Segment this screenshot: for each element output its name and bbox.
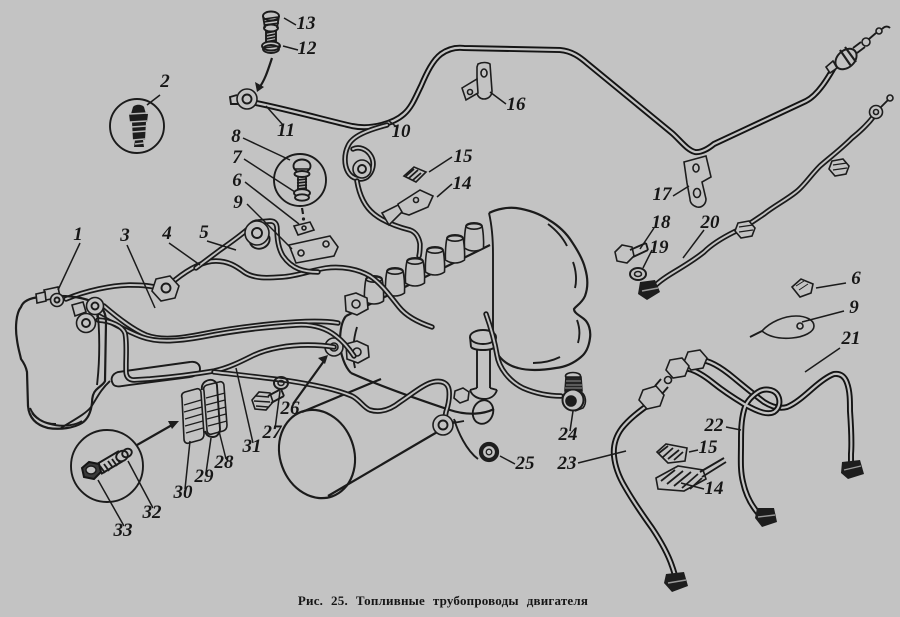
svg-text:5: 5 (199, 222, 209, 243)
svg-text:2: 2 (159, 71, 170, 92)
svg-text:9: 9 (233, 192, 243, 213)
svg-text:19: 19 (650, 237, 670, 258)
svg-text:16: 16 (507, 94, 527, 115)
svg-text:28: 28 (214, 452, 235, 473)
svg-text:15: 15 (699, 437, 719, 458)
svg-text:25: 25 (515, 453, 536, 474)
svg-text:6: 6 (232, 170, 242, 191)
svg-text:27: 27 (262, 422, 284, 443)
svg-text:20: 20 (700, 212, 721, 233)
svg-text:8: 8 (231, 126, 241, 147)
svg-text:12: 12 (298, 38, 318, 59)
svg-text:14: 14 (453, 173, 472, 194)
svg-text:1: 1 (73, 224, 83, 245)
svg-text:11: 11 (277, 120, 295, 141)
svg-text:33: 33 (113, 520, 133, 541)
svg-text:18: 18 (652, 212, 672, 233)
svg-text:21: 21 (841, 328, 861, 349)
svg-text:3: 3 (119, 225, 130, 246)
svg-text:6: 6 (851, 268, 861, 289)
svg-text:4: 4 (161, 223, 172, 244)
svg-text:32: 32 (142, 502, 163, 523)
svg-text:24: 24 (558, 424, 578, 445)
svg-text:10: 10 (392, 121, 412, 142)
svg-text:15: 15 (454, 146, 474, 167)
svg-text:9: 9 (849, 297, 859, 318)
svg-text:Рис. 25. Топливные трубопровод: Рис. 25. Топливные трубопроводы двигател… (298, 593, 588, 608)
svg-text:31: 31 (242, 436, 262, 457)
svg-text:30: 30 (173, 482, 194, 503)
svg-text:22: 22 (704, 415, 725, 436)
svg-text:29: 29 (194, 466, 215, 487)
svg-text:23: 23 (557, 453, 577, 474)
svg-text:7: 7 (232, 147, 243, 168)
svg-text:17: 17 (653, 184, 674, 205)
svg-text:14: 14 (705, 478, 724, 499)
svg-text:13: 13 (297, 13, 316, 34)
svg-text:26: 26 (280, 398, 301, 419)
